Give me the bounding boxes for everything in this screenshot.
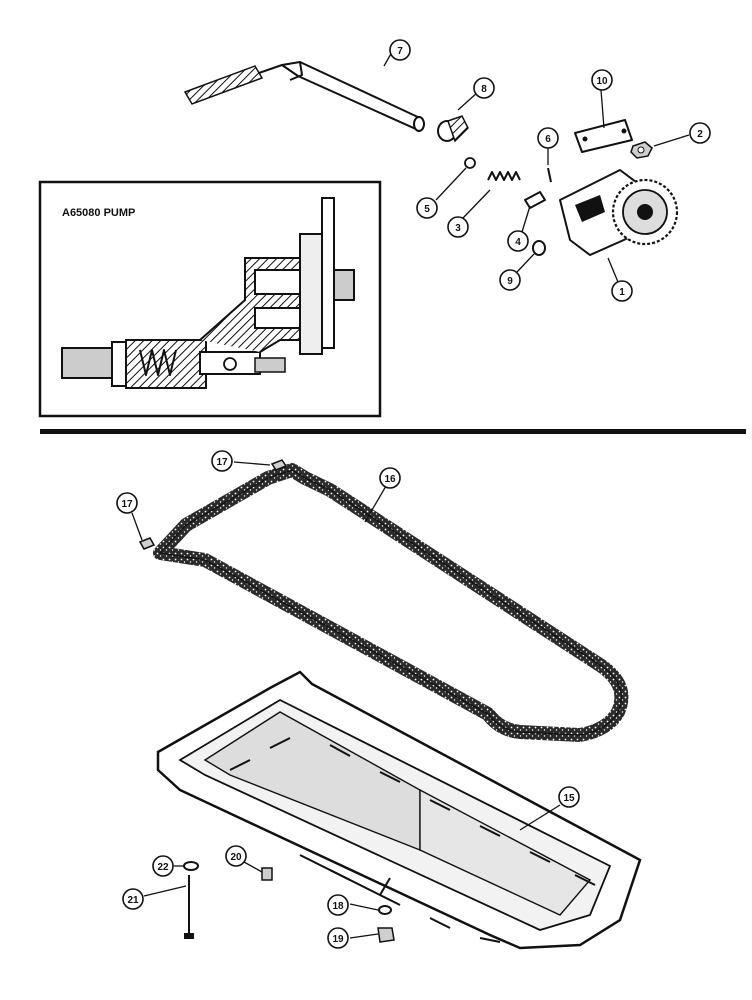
callout-20: 20	[225, 845, 247, 867]
svg-text:9: 9	[507, 276, 513, 287]
part-2-nut	[630, 141, 653, 159]
svg-text:4: 4	[515, 237, 521, 248]
callout-17-top: 17	[211, 450, 233, 472]
svg-text:17: 17	[216, 457, 228, 468]
svg-text:8: 8	[481, 84, 487, 95]
svg-text:17: 17	[121, 499, 133, 510]
part-1-oil-pump	[559, 169, 679, 256]
part-16-gasket	[153, 463, 629, 742]
svg-text:15: 15	[563, 793, 575, 804]
svg-text:19: 19	[332, 934, 344, 945]
part-9-o-ring	[532, 240, 546, 256]
callout-19: 19	[327, 927, 349, 949]
part-20-screw	[261, 867, 273, 881]
leader-lines	[131, 51, 690, 939]
callout-6: 6	[537, 127, 559, 149]
callout-16: 16	[379, 467, 401, 489]
svg-text:16: 16	[384, 474, 396, 485]
callout-3: 3	[447, 216, 469, 238]
part-18-gasket-ring	[378, 905, 392, 915]
part-17-screw-left	[138, 537, 156, 550]
svg-text:21: 21	[127, 895, 139, 906]
pump-cutaway-drawing	[61, 197, 355, 389]
part-3-spring	[487, 171, 521, 181]
callout-8: 8	[473, 77, 495, 99]
part-21-bolt	[184, 875, 194, 939]
part-15-oil-pan	[156, 670, 642, 950]
part-7-oil-tube	[183, 61, 425, 132]
svg-text:5: 5	[424, 204, 430, 215]
part-8-fitting	[437, 115, 469, 143]
inset-cutaway: A65080 PUMP	[38, 180, 382, 418]
svg-text:7: 7	[397, 46, 403, 57]
part-5-ball	[464, 157, 476, 169]
callout-4: 4	[507, 230, 529, 252]
callout-1: 1	[611, 280, 633, 302]
callout-18: 18	[327, 894, 349, 916]
inset-title: A65080 PUMP	[62, 207, 135, 219]
callout-15: 15	[558, 786, 580, 808]
svg-text:10: 10	[596, 76, 608, 87]
callout-2: 2	[689, 122, 711, 144]
svg-text:2: 2	[697, 129, 703, 140]
part-6-pin	[547, 167, 552, 183]
callout-7: 7	[389, 39, 411, 61]
callout-5: 5	[416, 197, 438, 219]
section-divider	[40, 429, 746, 434]
svg-text:18: 18	[332, 901, 344, 912]
svg-text:20: 20	[230, 852, 242, 863]
callout-17-left: 17	[116, 492, 138, 514]
svg-text:6: 6	[545, 134, 551, 145]
callout-10: 10	[591, 69, 613, 91]
svg-text:22: 22	[157, 862, 169, 873]
part-22-washer	[183, 861, 199, 871]
part-19-drain-plug	[377, 927, 395, 943]
part-17-screw-top	[270, 459, 288, 471]
svg-text:1: 1	[619, 287, 625, 298]
part-4-plunger	[524, 191, 546, 209]
svg-text:3: 3	[455, 223, 461, 234]
callout-9: 9	[499, 269, 521, 291]
callout-21: 21	[122, 888, 144, 910]
part-10-plate	[574, 119, 633, 153]
callout-22: 22	[152, 855, 174, 877]
